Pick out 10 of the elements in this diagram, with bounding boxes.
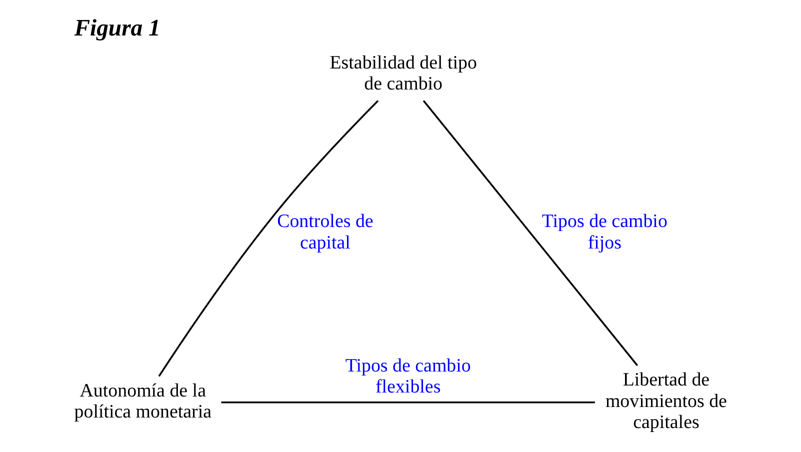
connector xyxy=(422,100,638,366)
connector xyxy=(220,402,594,404)
node-text: Autonomía de la política monetaria xyxy=(74,380,212,423)
node-text: Libertad de movimientos de capitales xyxy=(604,370,726,434)
connector xyxy=(158,100,378,377)
edge-label: Tipos de cambio fijos xyxy=(541,210,667,254)
node-text: Estabilidad del tipo de cambio xyxy=(329,52,476,95)
edge-label: Controles de capital xyxy=(276,210,373,254)
diagram-title: Figura 1 xyxy=(74,15,160,42)
edge-label: Tipos de cambio flexibles xyxy=(344,355,470,398)
